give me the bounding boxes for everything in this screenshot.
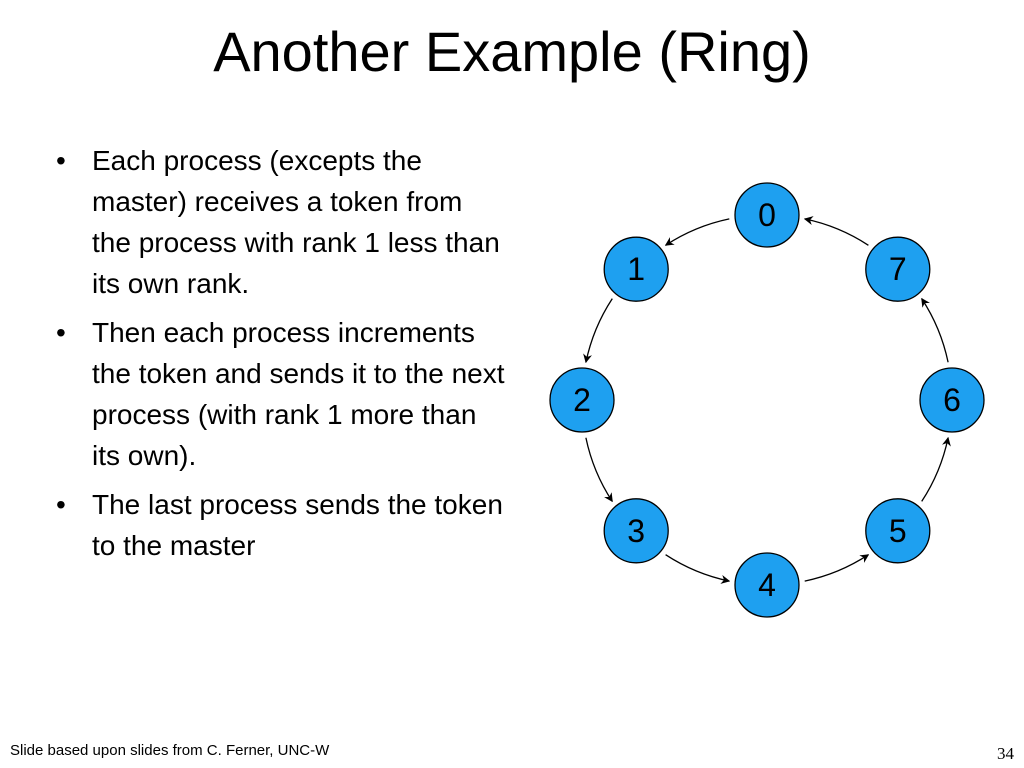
process-node-circle [919, 367, 985, 433]
bullet-list: Each process (excepts the master) receiv… [48, 140, 508, 574]
ring-arrow [803, 216, 869, 246]
process-node-circle [865, 498, 931, 564]
ring-arrow [804, 554, 870, 582]
process-node: 3 [603, 498, 669, 564]
process-node-label: 7 [889, 251, 907, 287]
bullet-item: Each process (excepts the master) receiv… [48, 140, 508, 304]
process-node-label: 1 [627, 251, 645, 287]
process-node-label: 6 [943, 382, 961, 418]
process-node-circle [549, 367, 615, 433]
page-number: 34 [997, 744, 1014, 763]
process-node: 2 [549, 367, 615, 433]
process-node-circle [603, 236, 669, 302]
ring-arrow [921, 436, 951, 502]
footer-credit: Slide based upon slides from C. Ferner, … [10, 742, 330, 759]
ring-arrow [664, 218, 730, 246]
process-node-label: 0 [758, 197, 776, 233]
process-node-label: 2 [573, 382, 591, 418]
bullet-item: Then each process increments the token a… [48, 312, 508, 476]
process-node: 5 [865, 498, 931, 564]
process-node: 1 [603, 236, 669, 302]
process-node: 0 [734, 182, 800, 248]
process-node-circle [734, 552, 800, 618]
process-node-label: 4 [758, 567, 776, 603]
ring-arrow [583, 298, 613, 364]
ring-arrow [921, 297, 949, 363]
ring-arrow [585, 437, 613, 503]
process-node: 7 [865, 236, 931, 302]
slide-title: Another Example (Ring) [213, 20, 811, 83]
ring-diagram: 0 1 2 3 4 5 6 7 [549, 182, 985, 618]
ring-arrow [665, 554, 731, 584]
process-node: 4 [734, 552, 800, 618]
process-node-label: 3 [627, 513, 645, 549]
bullet-item: The last process sends the token to the … [48, 484, 508, 566]
process-node-circle [734, 182, 800, 248]
process-node: 6 [919, 367, 985, 433]
process-node-circle [865, 236, 931, 302]
process-node-circle [603, 498, 669, 564]
process-node-label: 5 [889, 513, 907, 549]
